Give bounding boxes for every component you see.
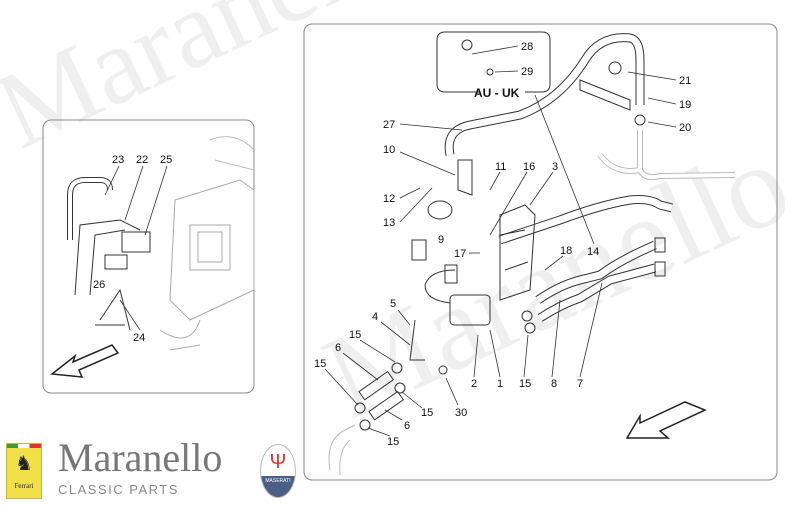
trident-icon: Ψ [269, 451, 287, 473]
brand-subtitle: CLASSIC PARTS [58, 482, 179, 497]
direction-arrow-left [50, 344, 120, 378]
callout-7: 7 [577, 378, 583, 390]
au-uk-inset-frame [436, 31, 551, 93]
leader-lines [104, 45, 677, 437]
callout-15: 15 [349, 329, 361, 341]
callout-1: 1 [497, 378, 503, 390]
direction-arrow-right [625, 401, 707, 439]
callout-14: 14 [587, 246, 599, 258]
callout-18: 18 [560, 245, 572, 257]
callout-2: 2 [471, 378, 477, 390]
callout-20: 20 [679, 122, 691, 134]
callout-15: 15 [387, 436, 399, 448]
brand-block: Maranello CLASSIC PARTS [58, 435, 223, 498]
callout-15: 15 [421, 407, 433, 419]
callout-6: 6 [335, 342, 341, 354]
right-panel-drawing [328, 33, 736, 476]
callout-12: 12 [383, 193, 395, 205]
callout-labels: AU - UK 28 29 21 19 20 27 10 11 16 3 12 … [93, 41, 691, 448]
italian-flag-stripe [7, 444, 41, 448]
left-panel-drawing [67, 136, 255, 351]
callout-25: 25 [160, 154, 172, 166]
callout-28: 28 [521, 41, 533, 53]
maserati-logo-text: MASERATI [265, 478, 291, 484]
ferrari-logo-text: Ferrari [14, 482, 34, 490]
ferrari-logo: ♞ Ferrari [6, 443, 42, 499]
callout-6: 6 [404, 420, 410, 432]
callout-26: 26 [93, 279, 105, 291]
callout-8: 8 [551, 378, 557, 390]
region-label: AU - UK [474, 86, 520, 100]
svg-text:Maranello: Maranello [0, 0, 440, 172]
callout-3: 3 [552, 161, 558, 173]
callout-30: 30 [455, 407, 467, 419]
callout-5: 5 [390, 298, 396, 310]
callout-9: 9 [438, 234, 444, 246]
callout-23: 23 [112, 154, 124, 166]
maserati-logo: Ψ MASERATI [260, 444, 296, 498]
right-panel-frame [303, 23, 778, 481]
callout-17: 17 [454, 248, 466, 260]
callout-10: 10 [383, 144, 395, 156]
callout-24: 24 [133, 332, 145, 344]
callout-19: 19 [679, 99, 691, 111]
watermark: Maranello Maranello [0, 0, 799, 444]
callout-21: 21 [679, 75, 691, 87]
brand-name: Maranello [58, 435, 223, 480]
callout-15: 15 [314, 358, 326, 370]
callout-13: 13 [383, 217, 395, 229]
callout-27: 27 [383, 119, 395, 131]
callout-22: 22 [136, 154, 148, 166]
callout-16: 16 [523, 161, 535, 173]
callout-4: 4 [372, 311, 378, 323]
callout-15: 15 [519, 378, 531, 390]
callout-11: 11 [495, 161, 506, 173]
callout-29: 29 [521, 66, 533, 78]
prancing-horse-icon: ♞ [15, 453, 33, 475]
